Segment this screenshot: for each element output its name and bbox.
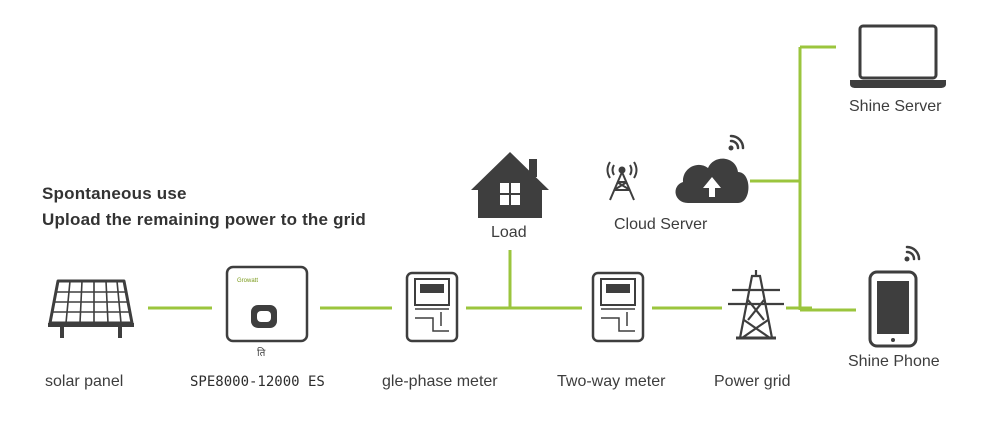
inverter-label: SPE8000-12000 ES bbox=[190, 374, 325, 390]
solar-panel-label: solar panel bbox=[45, 373, 124, 390]
laptop-icon bbox=[850, 24, 946, 88]
heading-line-2: Upload the remaining power to the grid bbox=[42, 210, 367, 229]
inverter-brand: Growatt bbox=[237, 278, 258, 284]
two-way-meter-label: Two-way meter bbox=[557, 373, 666, 390]
single-meter-label: gle-phase meter bbox=[382, 373, 498, 390]
cloud-server-label: Cloud Server bbox=[614, 216, 708, 233]
shine-server-label: Shine Server bbox=[849, 98, 942, 115]
power-pylon-icon bbox=[728, 270, 784, 340]
wifi-icon bbox=[728, 134, 745, 151]
power-grid-label: Power grid bbox=[714, 373, 791, 390]
meter-icon bbox=[405, 271, 459, 343]
cloud-upload-icon bbox=[675, 158, 749, 203]
shine-phone-label: Shine Phone bbox=[848, 353, 940, 370]
connector-lines bbox=[148, 45, 856, 312]
solar-panel-icon bbox=[48, 279, 134, 338]
inverter-mark: ति bbox=[257, 347, 266, 359]
wifi-icon bbox=[904, 245, 921, 262]
smartphone-icon bbox=[868, 270, 918, 348]
house-icon bbox=[471, 152, 549, 218]
heading-line-1: Spontaneous use bbox=[42, 184, 187, 203]
radio-tower-icon bbox=[606, 161, 638, 201]
inverter-icon: Growatt ति bbox=[225, 265, 309, 359]
load-label: Load bbox=[491, 224, 527, 241]
meter-icon bbox=[591, 271, 645, 343]
